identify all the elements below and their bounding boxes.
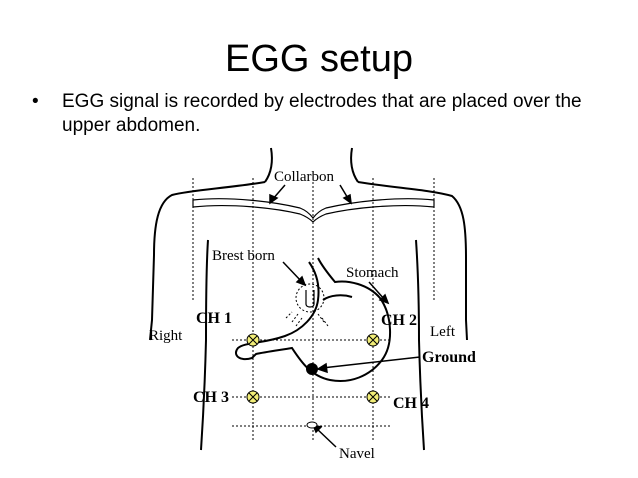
vertical-guide-lines xyxy=(192,178,435,440)
right-shoulder-line xyxy=(149,181,266,341)
slide-title: EGG setup xyxy=(225,38,413,80)
ground-electrode xyxy=(306,363,318,375)
label-stomach: Stomach xyxy=(346,265,399,281)
navel-mark xyxy=(306,421,318,429)
bullet-symbol: • xyxy=(32,91,39,112)
label-ch1: CH 1 xyxy=(196,310,232,327)
electrode-ch3 xyxy=(246,390,260,404)
pointer-arrows xyxy=(269,184,421,448)
neck-left-line xyxy=(264,147,273,183)
label-left: Left xyxy=(430,324,456,340)
label-ch3: CH 3 xyxy=(193,389,229,406)
right-side-line xyxy=(200,239,209,451)
label-right: Right xyxy=(149,328,183,344)
label-navel: Navel xyxy=(339,446,375,462)
label-ch2: CH 2 xyxy=(381,312,417,329)
horizontal-guide-lines xyxy=(232,339,390,427)
neck-right-line xyxy=(350,147,359,183)
label-ch4: CH 4 xyxy=(393,395,429,412)
stomach-shape xyxy=(234,257,392,382)
breastbone-tip xyxy=(285,283,329,327)
torso-outline xyxy=(149,147,468,451)
left-shoulder-line xyxy=(357,181,468,341)
bullet-text: EGG signal is recorded by electrodes tha… xyxy=(62,91,582,136)
electrode-ch4 xyxy=(366,390,380,404)
electrode-ch2 xyxy=(366,333,380,347)
label-collarbone: Collarbon xyxy=(274,169,334,185)
left-side-line xyxy=(415,239,425,451)
electrode-ch1 xyxy=(246,333,260,347)
label-breast-bone: Brest born xyxy=(212,248,275,264)
label-ground: Ground xyxy=(422,349,476,366)
